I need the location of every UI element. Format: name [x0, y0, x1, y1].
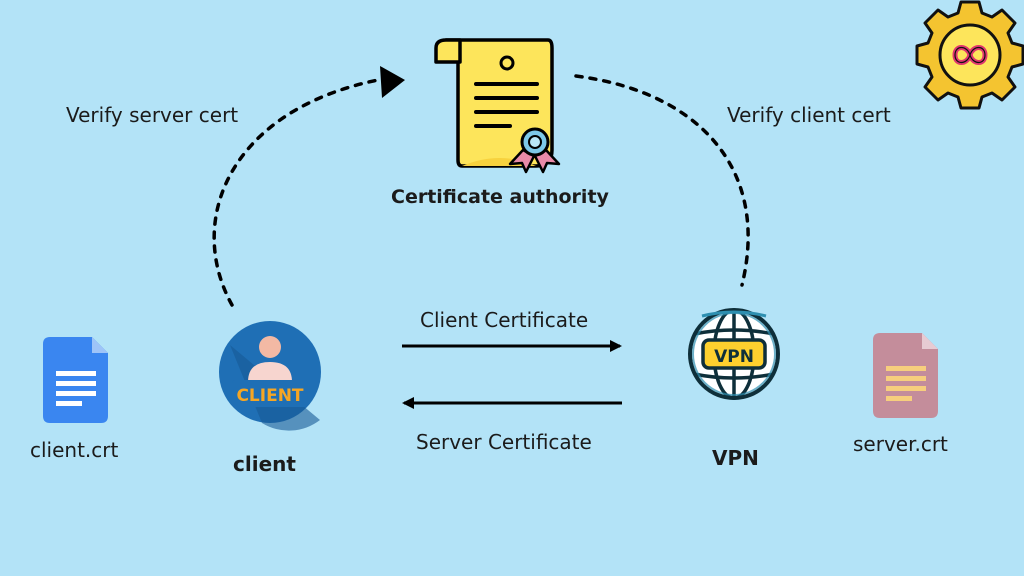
verify-server-arc: [212, 78, 380, 307]
vpn-node-label: VPN: [712, 446, 759, 470]
verify-client-arc: [574, 74, 750, 287]
client-certificate-label: Client Certificate: [420, 308, 589, 332]
verify-server-cert-label: Verify server cert: [66, 103, 239, 127]
verify-server-arrowhead: [380, 66, 405, 98]
client-avatar-icon: CLIENT: [219, 321, 321, 431]
client-badge-text: CLIENT: [236, 386, 303, 406]
certificate-icon: [434, 38, 561, 174]
server-crt-label: server.crt: [853, 432, 948, 456]
verify-client-cert-label: Verify client cert: [727, 103, 891, 127]
server-file-icon: [873, 333, 938, 418]
server-certificate-label: Server Certificate: [416, 430, 592, 454]
certificate-authority-label: Certificate authority: [391, 186, 609, 208]
vpn-badge-text: VPN: [714, 347, 754, 367]
vpn-globe-icon: VPN: [688, 308, 780, 400]
client-file-icon: [43, 337, 108, 423]
client-node-label: client: [233, 452, 296, 476]
client-crt-label: client.crt: [30, 438, 119, 462]
gear-infinity-logo-icon: [915, 0, 1024, 110]
